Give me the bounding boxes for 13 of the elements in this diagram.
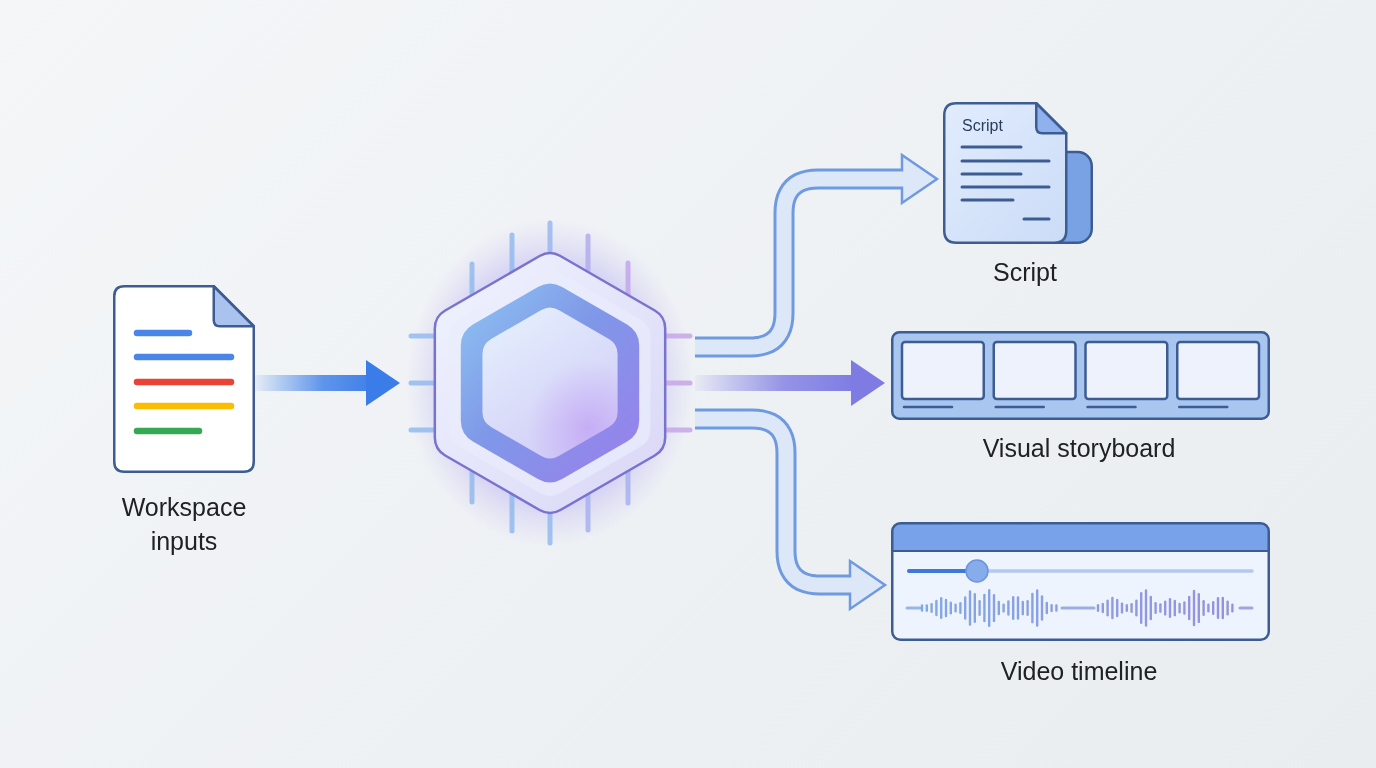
node-label: Video timeline xyxy=(1000,656,1158,687)
hexagon-chip xyxy=(405,218,695,548)
node-label: Visual storyboard xyxy=(982,433,1176,464)
node-label: Script xyxy=(993,257,1057,288)
timeline-panel xyxy=(891,522,1270,641)
document-icon xyxy=(113,285,255,473)
arrow xyxy=(695,360,885,406)
arrow xyxy=(695,153,939,358)
arrow xyxy=(695,408,887,611)
document-title: Script xyxy=(962,117,1003,135)
storyboard-panel xyxy=(891,331,1270,420)
node-label: Workspace inputs xyxy=(120,492,248,557)
arrow xyxy=(255,360,400,406)
